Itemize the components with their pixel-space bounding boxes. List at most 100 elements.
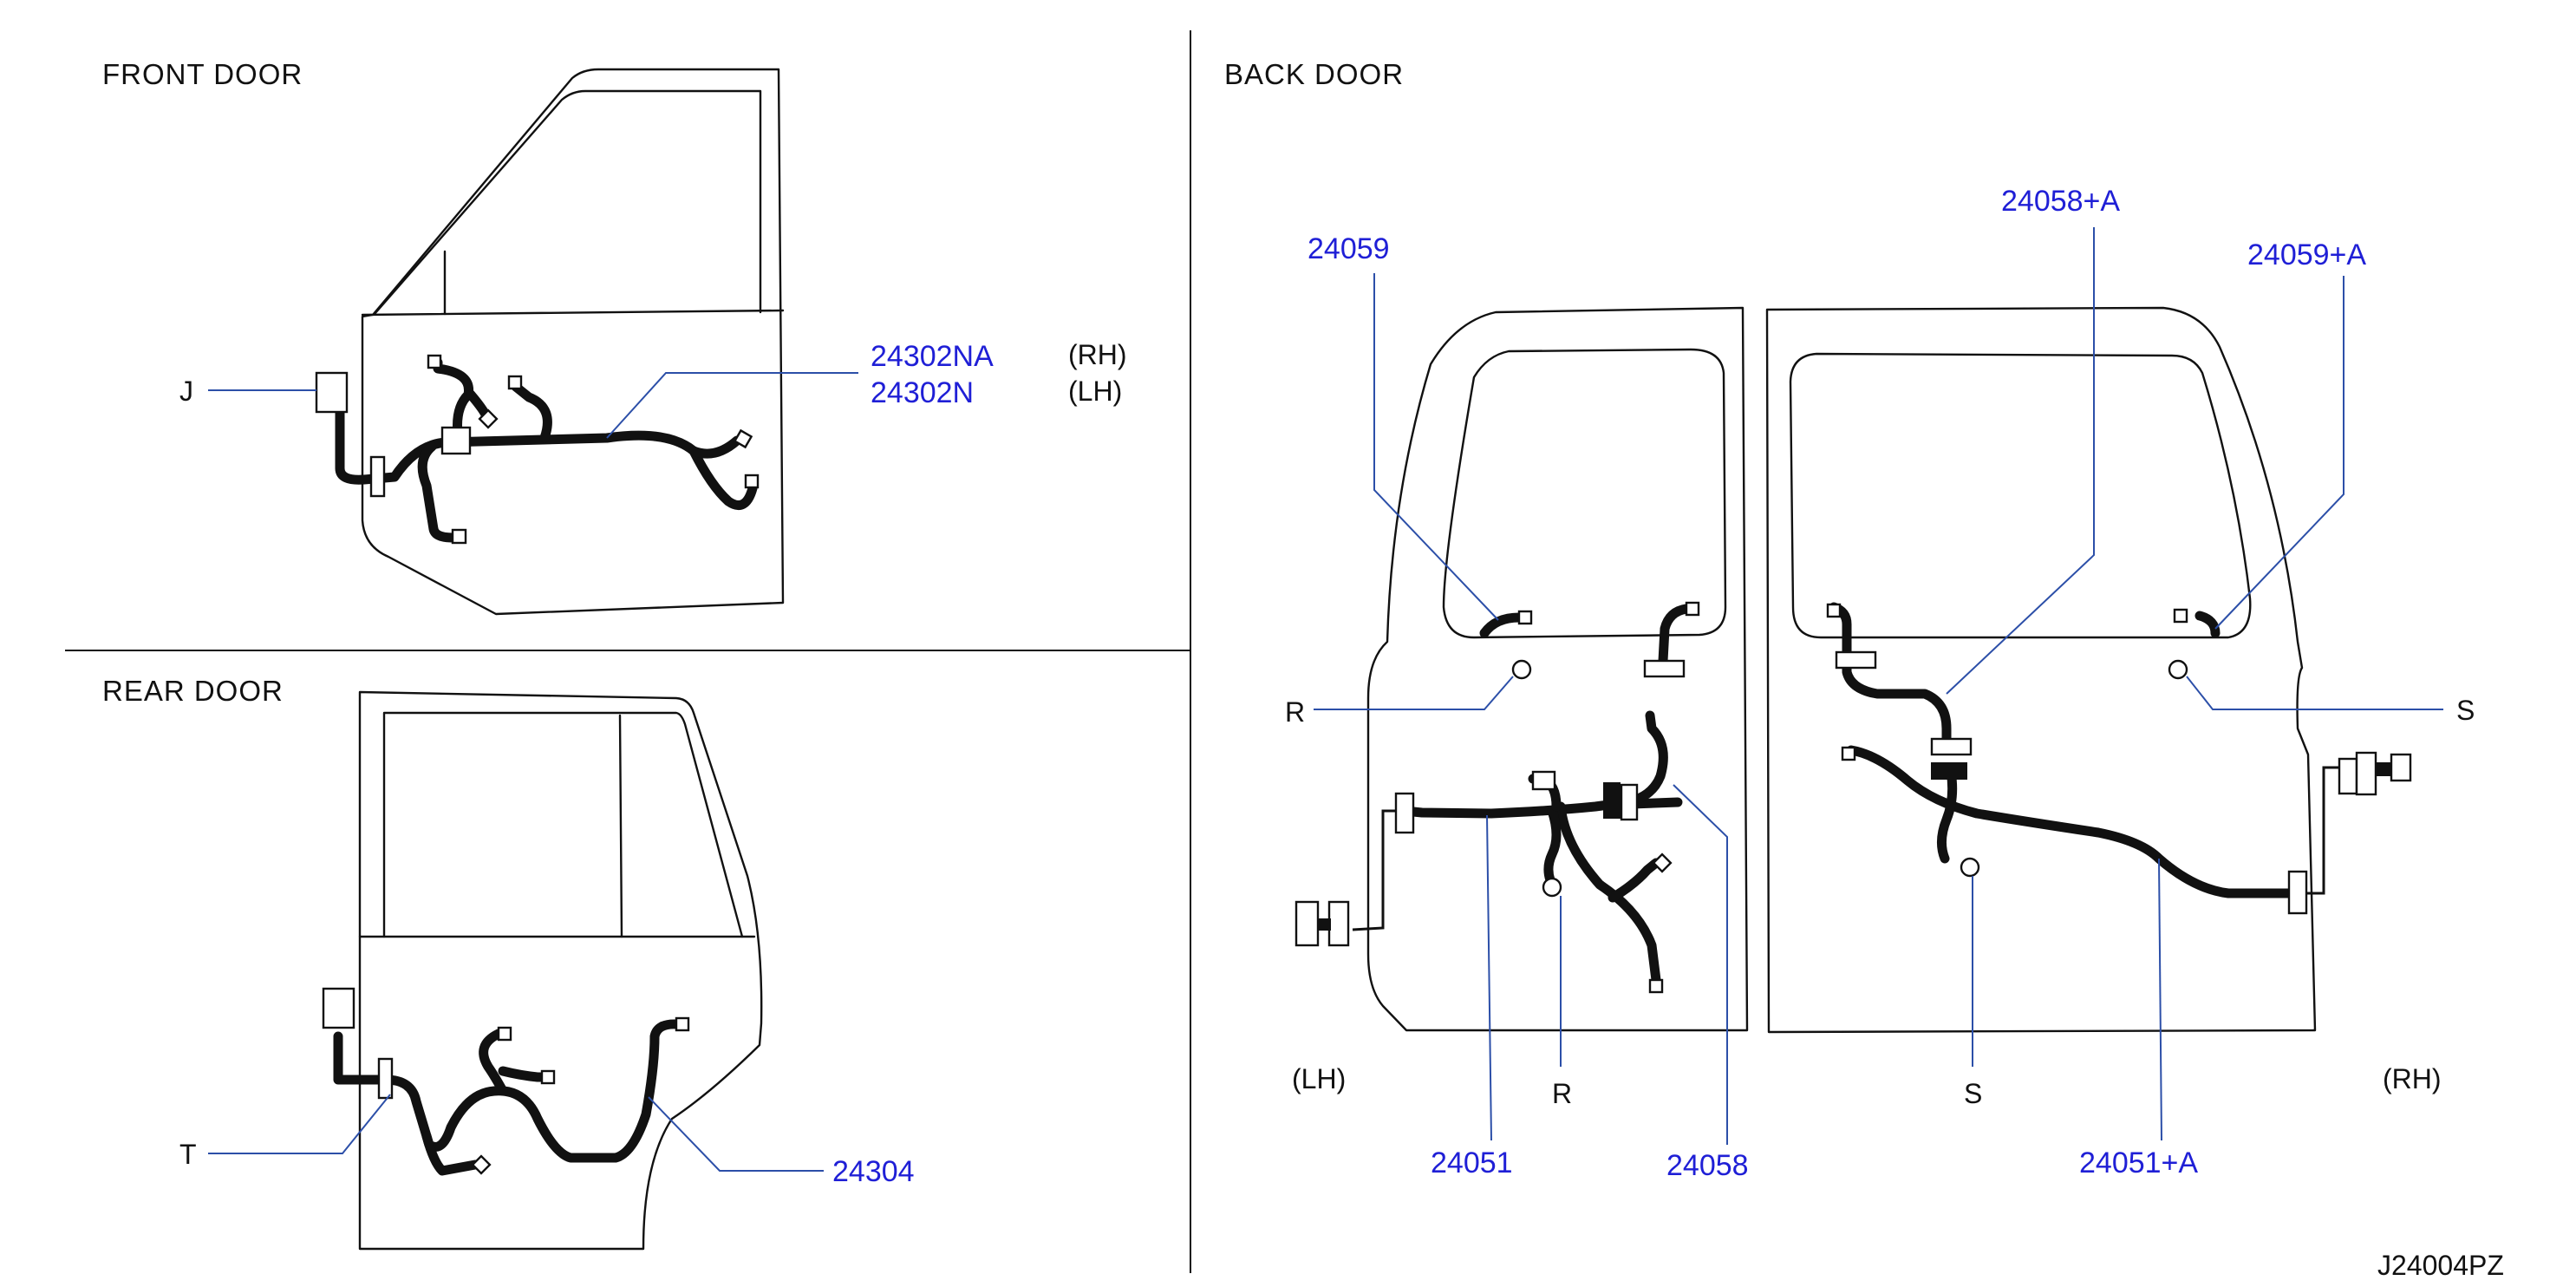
back-lh-grommet-upper: [1394, 792, 1415, 834]
back-rh-clip-mid: [1930, 737, 1973, 756]
back-rh-connector-window-left: [1826, 603, 1842, 618]
part-24302n: 24302N: [871, 376, 974, 409]
section-title-back-door: BACK DOOR: [1224, 58, 1404, 90]
leader-24059: [1373, 273, 1499, 621]
back-rh-plug-black: [1931, 762, 1967, 780]
back-lh-harness-window-left: [1479, 612, 1524, 638]
back-door-lh-window: [1442, 348, 1727, 639]
part-24059: 24059: [1308, 232, 1390, 265]
back-lh-grommet-r-lower: [1542, 877, 1562, 898]
front-harness-branch-5: [688, 435, 742, 459]
leader-24051a: [2158, 858, 2162, 1141]
front-connector-right-upper: [733, 428, 753, 449]
part-24058: 24058: [1666, 1149, 1749, 1182]
front-door-window: [373, 89, 762, 316]
front-connector-j: [315, 371, 349, 414]
back-lh-harness-branch-1: [1555, 801, 1661, 985]
back-door-lh-outline: [1366, 306, 1749, 1032]
back-rh-grommet-lower: [2287, 870, 2308, 915]
back-rh-connector-upper-end: [2390, 753, 2412, 782]
rear-connector-top-right: [675, 1016, 690, 1032]
back-side-rh: (RH): [2383, 1063, 2442, 1094]
front-connector-bottom: [451, 528, 467, 545]
rear-door-window-divider: [618, 714, 623, 938]
rear-connector-bottom-diamond: [471, 1154, 492, 1175]
back-door-rh-figure: [1765, 306, 2412, 1034]
front-door-beltline: [361, 309, 785, 317]
part-24302na: 24302NA: [871, 340, 994, 373]
rear-connector-t: [322, 987, 355, 1029]
back-rh-grommet-s-lower: [1960, 857, 1980, 878]
front-connector-top-left: [427, 354, 442, 369]
back-lh-plug-lower: [1317, 918, 1331, 931]
front-door-outline: [361, 68, 785, 616]
back-rh-connector-upper-a: [2338, 757, 2358, 795]
back-lh-connector-diamond: [1652, 853, 1673, 873]
back-lh-connector-window-left: [1517, 610, 1533, 625]
back-lh-harness-window-right: [1658, 604, 1692, 666]
rear-harness-branch-1: [421, 1131, 480, 1176]
back-rh-harness-main: [1846, 745, 2294, 898]
back-door-lh-figure: [1295, 306, 1749, 1032]
back-lh-connector-window-right: [1685, 601, 1700, 617]
leader-24059a: [2214, 276, 2344, 630]
leader-24051: [1486, 814, 1492, 1141]
leader-24304: [648, 1096, 824, 1172]
front-clip-center: [440, 426, 472, 455]
back-lh-plug-black: [1603, 782, 1621, 819]
leader-24058: [1673, 784, 1728, 1145]
back-lh-connector-bottom: [1648, 978, 1664, 994]
back-rh-connector-window-right: [2173, 608, 2188, 624]
front-harness-main: [335, 407, 758, 510]
front-harness-branch-1: [417, 441, 458, 543]
leader-24302: [606, 372, 858, 439]
leader-t: [208, 1094, 391, 1154]
leader-24058a: [1946, 227, 2095, 695]
part-24059a: 24059+A: [2247, 238, 2366, 271]
front-connector-right-lower: [744, 474, 760, 489]
rear-door-figure: [322, 690, 763, 1251]
back-rh-harness-window-right: [2194, 611, 2221, 638]
front-harness-branch-2: [433, 357, 474, 439]
leader-r-left: [1314, 676, 1514, 710]
rear-grommet: [377, 1057, 394, 1100]
front-connector-diamond: [478, 408, 499, 429]
back-lh-harness-branch-3: [1608, 858, 1661, 903]
label-j: J: [179, 376, 193, 407]
part-24051a: 24051+A: [2079, 1147, 2198, 1179]
back-side-lh: (LH): [1292, 1063, 1346, 1094]
rear-harness-branch-2: [479, 1029, 508, 1096]
label-t: T: [179, 1139, 197, 1170]
label-r-bottom: R: [1552, 1078, 1572, 1109]
section-title-rear-door: REAR DOOR: [102, 675, 284, 707]
front-door-figure: [315, 68, 785, 616]
front-grommet-left: [369, 455, 386, 498]
label-s-right: S: [2456, 695, 2475, 726]
front-connector-top-mid: [507, 375, 523, 390]
rear-connector-top-mid: [497, 1026, 512, 1042]
part-24304: 24304: [832, 1155, 915, 1188]
back-lh-grommet-r-upper: [1511, 659, 1532, 680]
part-24051: 24051: [1431, 1147, 1513, 1179]
back-lh-connector-lower-right: [1327, 900, 1350, 947]
front-harness-branch-4: [511, 382, 552, 443]
back-lh-harness-riser: [1621, 710, 1668, 807]
rear-door-outline: [358, 690, 763, 1251]
label-s-bottom: S: [1964, 1078, 1982, 1109]
back-rh-plug-upper: [2375, 762, 2392, 776]
rear-connector-mid-right: [540, 1069, 556, 1085]
back-rh-connector-upper-b: [2355, 751, 2377, 796]
rear-door-window: [382, 711, 744, 938]
back-lh-connector-small: [1531, 770, 1556, 791]
front-side-rh: (RH): [1068, 339, 1127, 370]
back-door-rh-outline: [1765, 306, 2317, 1034]
back-lh-clip-window: [1643, 659, 1686, 678]
drawing-code: J24004PZ: [2377, 1250, 2504, 1281]
section-title-front-door: FRONT DOOR: [102, 58, 303, 90]
back-rh-grommet-s-upper: [2168, 659, 2188, 680]
back-rh-connector-harness-left: [1841, 746, 1856, 761]
leader-s-right: [2186, 676, 2443, 710]
label-r-left: R: [1285, 696, 1305, 728]
back-rh-clip-window: [1835, 650, 1877, 670]
